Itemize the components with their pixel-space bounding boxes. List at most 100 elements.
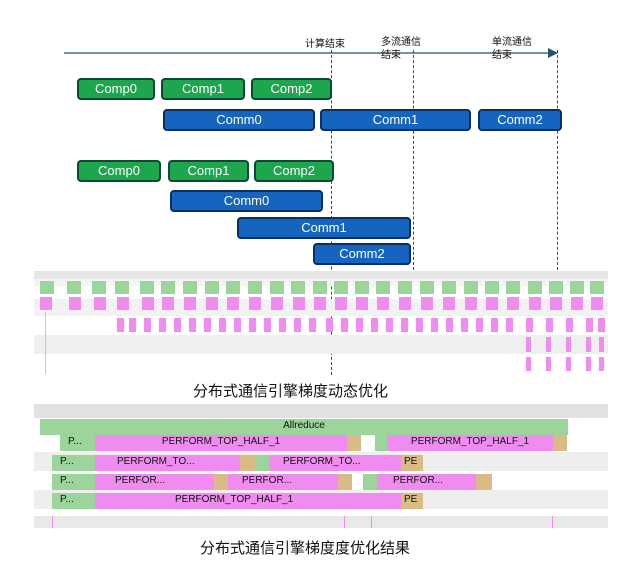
trace-compute-bar (464, 281, 478, 294)
trace-compute-bar (161, 281, 175, 294)
trace-dynamic-optimization (34, 271, 608, 374)
trace-compute-bar (248, 281, 262, 294)
trace-comm-bar (356, 318, 363, 332)
trace-compute-bar (40, 281, 54, 294)
trace-comm-bar (571, 297, 583, 310)
trace-compute-bar (115, 281, 129, 294)
trace-comm-bar (526, 318, 533, 332)
trace-comm-bar (443, 297, 455, 310)
trace-compute-bar (420, 281, 434, 294)
trace-comm-bar (227, 297, 239, 310)
comm0-block: Comm0 (170, 190, 323, 212)
trace-event-tan (347, 435, 361, 451)
trace-comm-bar (144, 318, 151, 332)
trace-band (34, 516, 608, 528)
trace-comm-bar (234, 318, 241, 332)
trace-comm-bar (598, 318, 605, 332)
trace-tick (371, 516, 372, 528)
multistream-end-line (413, 50, 414, 270)
trace-comm-bar (219, 318, 226, 332)
comp1-block: Comp1 (161, 78, 245, 100)
trace-event-green (375, 435, 387, 451)
caption-dynamic-optimization: 分布式通信引擎梯度动态优化 (193, 382, 389, 400)
milestone-multistream-end: 多流通信 结束 (381, 37, 421, 61)
trace-compute-bar (92, 281, 106, 294)
trace-event-pe: PE (401, 493, 423, 509)
trace-band (34, 335, 608, 354)
time-axis-arrow (64, 48, 558, 58)
trace-comm-bar (491, 318, 498, 332)
trace-comm-bar (431, 318, 438, 332)
trace-compute-bar (183, 281, 197, 294)
trace-event-tan (553, 435, 567, 451)
trace-comm-bar (550, 297, 562, 310)
trace-tick (52, 516, 53, 528)
trace-comm-bar (69, 297, 81, 310)
trace-comm-bar (586, 318, 593, 332)
trace-comm-bar (401, 318, 408, 332)
comm1-block: Comm1 (320, 109, 471, 131)
comp2-block: Comp2 (251, 78, 332, 100)
trace-comm-bar (421, 297, 433, 310)
trace-bars (34, 271, 608, 374)
trace-comm-bar (546, 318, 553, 332)
trace-comm-bar (294, 318, 301, 332)
trace-compute-bar (398, 281, 412, 294)
trace-event-tan (240, 455, 255, 471)
trace-comm-bar (546, 337, 551, 352)
trace-band (34, 271, 608, 279)
singlestream-end-line (557, 50, 558, 270)
trace-comm-bar (599, 337, 604, 352)
trace-compute-bar (485, 281, 499, 294)
trace-comm-bar (506, 318, 513, 332)
trace-comm-bar (371, 318, 378, 332)
trace-comm-bar (94, 297, 106, 310)
trace-comm-bar (526, 357, 531, 371)
trace-compute-bar (291, 281, 305, 294)
trace-event-green (363, 474, 377, 490)
trace-compute-bar (528, 281, 542, 294)
trace-compute-bar (442, 281, 456, 294)
trace-comm-bar (326, 318, 333, 332)
trace-comm-bar (591, 297, 603, 310)
trace-compute-bar (226, 281, 240, 294)
trace-comm-bar (117, 297, 129, 310)
trace-comm-bar (399, 297, 411, 310)
trace-compute-bar (355, 281, 369, 294)
trace-compute-bar (376, 281, 390, 294)
perform-top-half-event: PERFORM_TOP_HALF_1 (387, 435, 553, 451)
comm2-block: Comm2 (313, 243, 411, 265)
trace-comm-bar (204, 318, 211, 332)
trace-event-p: P... (52, 493, 95, 509)
comp2-block: Comp2 (254, 160, 334, 182)
trace-comm-bar (162, 297, 174, 310)
trace-optimization-result: Allreduce P... PERFORM_TOP_HALF_1 PERFOR… (34, 404, 608, 530)
perfor-event: PERFOR... (228, 474, 338, 490)
comp1-block: Comp1 (168, 160, 249, 182)
trace-event-p: P... (52, 474, 95, 490)
trace-tick (344, 516, 345, 528)
trace-comm-bar (356, 297, 368, 310)
comp0-block: Comp0 (77, 160, 161, 182)
trace-comm-bar (249, 318, 256, 332)
trace-comm-bar (129, 318, 136, 332)
trace-compute-bar (140, 281, 154, 294)
trace-comm-bar (566, 357, 571, 371)
trace-comm-bar (546, 357, 551, 371)
trace-comm-bar (416, 318, 423, 332)
trace-tick (552, 516, 553, 528)
trace-comm-bar (174, 318, 181, 332)
trace-event-tan (214, 474, 228, 490)
trace-comm-bar (271, 297, 283, 310)
trace-compute-bar (270, 281, 284, 294)
trace-comm-bar (529, 297, 541, 310)
trace-comm-bar (159, 318, 166, 332)
trace-comm-bar (142, 297, 154, 310)
trace-compute-bar (67, 281, 81, 294)
trace-comm-bar (446, 318, 453, 332)
trace-event-p: P... (52, 455, 95, 471)
trace-comm-bar (586, 357, 591, 371)
allreduce-event: Allreduce (40, 419, 568, 435)
perfor-event: PERFOR... (377, 474, 476, 490)
trace-compute-bar (549, 281, 563, 294)
